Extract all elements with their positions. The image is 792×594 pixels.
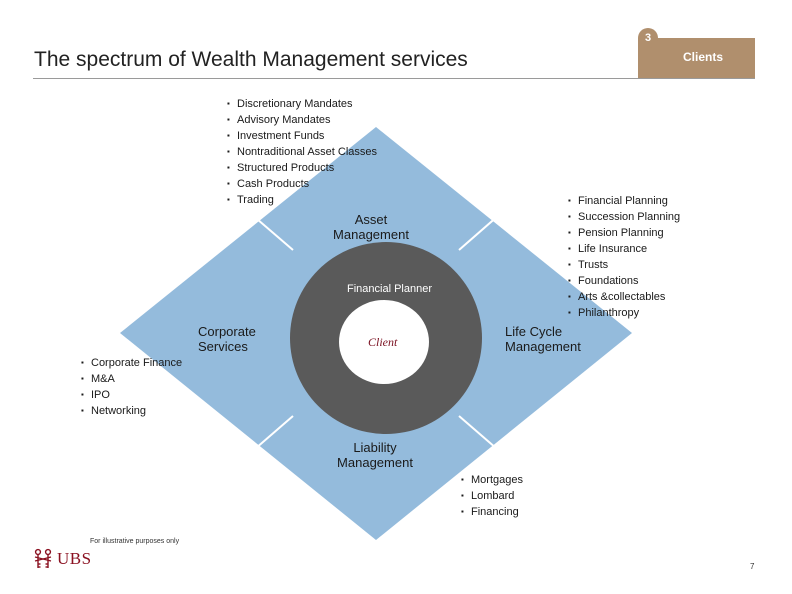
- asset-management-label-text: Asset Management: [333, 212, 409, 242]
- list-item: Pension Planning: [568, 225, 680, 241]
- liability-management-label-text: Liability Management: [337, 440, 413, 470]
- life-cycle-management-list: Financial Planning Succession Planning P…: [568, 193, 680, 321]
- liability-management-list: Mortgages Lombard Financing: [461, 472, 523, 520]
- section-tab-clients: Clients: [638, 38, 755, 78]
- list-item: Structured Products: [227, 160, 377, 176]
- list-item: Trusts: [568, 257, 680, 273]
- life-cycle-management-label: Life Cycle Management: [505, 324, 581, 354]
- list-item: Life Insurance: [568, 241, 680, 257]
- list-item: M&A: [81, 371, 182, 387]
- page-title: The spectrum of Wealth Management servic…: [34, 48, 468, 71]
- client-core: [339, 300, 429, 384]
- asset-management-list: Discretionary Mandates Advisory Mandates…: [227, 96, 377, 208]
- list-item: Mortgages: [461, 472, 523, 488]
- divider-bottom-left: [247, 415, 294, 456]
- divider-top-right: [458, 193, 524, 251]
- list-item: Philanthropy: [568, 305, 680, 321]
- page-number: 7: [750, 562, 755, 571]
- illustrative-footnote: For illustrative purposes only: [90, 538, 180, 545]
- ubs-keys-icon: [34, 548, 52, 568]
- section-tab-label: Clients: [682, 50, 723, 64]
- list-item: Financial Planning: [568, 193, 680, 209]
- list-item: IPO: [81, 387, 182, 403]
- client-label: Client: [368, 335, 398, 349]
- list-item: Advisory Mandates: [227, 112, 377, 128]
- list-item: Financing: [461, 504, 523, 520]
- list-item: Trading: [227, 192, 377, 208]
- corporate-services-label: Corporate Services: [198, 324, 256, 354]
- list-item: Arts &collectables: [568, 289, 680, 305]
- asset-management-label: Asset Management: [330, 212, 412, 242]
- list-item: Cash Products: [227, 176, 377, 192]
- list-item: Nontraditional Asset Classes: [227, 144, 377, 160]
- life-cycle-management-label-text: Life Cycle Management: [505, 324, 581, 354]
- financial-planner-label: Financial Planner: [347, 283, 432, 295]
- list-item: Networking: [81, 403, 182, 419]
- list-item: Lombard: [461, 488, 523, 504]
- ubs-logo: UBS: [33, 548, 92, 570]
- liability-management-label: Liability Management: [333, 440, 417, 470]
- corporate-services-label-text: Corporate Services: [198, 324, 256, 354]
- corporate-services-list: Corporate Finance M&A IPO Networking: [81, 355, 182, 419]
- list-item: Investment Funds: [227, 128, 377, 144]
- list-item: Foundations: [568, 273, 680, 289]
- header-rule: [33, 78, 755, 79]
- ubs-logo-text: UBS: [57, 549, 92, 568]
- list-item: Succession Planning: [568, 209, 680, 225]
- list-item: Discretionary Mandates: [227, 96, 377, 112]
- list-item: Corporate Finance: [81, 355, 182, 371]
- divider-bottom-right: [458, 415, 505, 456]
- slide-number-badge: 3: [638, 28, 658, 48]
